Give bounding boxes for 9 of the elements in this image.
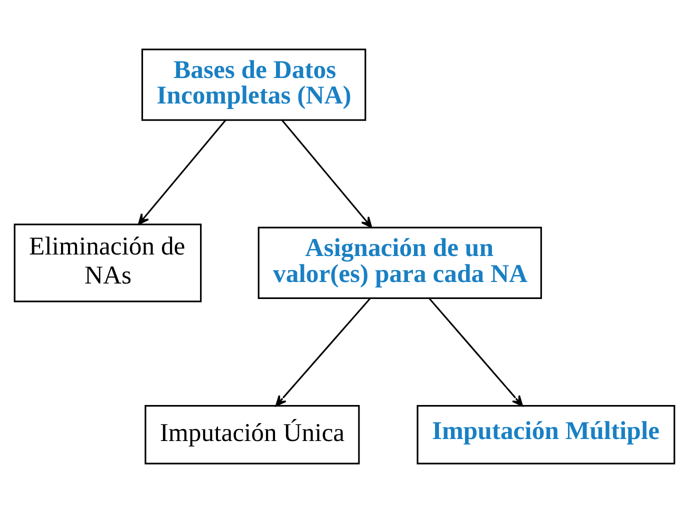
node-box: Eliminación de NAs (14, 224, 202, 302)
arrow (138, 120, 226, 225)
arrow (275, 298, 371, 406)
node-box: Bases de Datos Incompletas (NA) (141, 48, 366, 121)
node-box: Asignación de un valor(es) para cada NA (258, 226, 542, 300)
arrow (428, 298, 524, 406)
node-box: Imputación Única (144, 404, 360, 464)
arrow (281, 120, 372, 228)
node-box: Imputación Múltiple (416, 404, 676, 464)
